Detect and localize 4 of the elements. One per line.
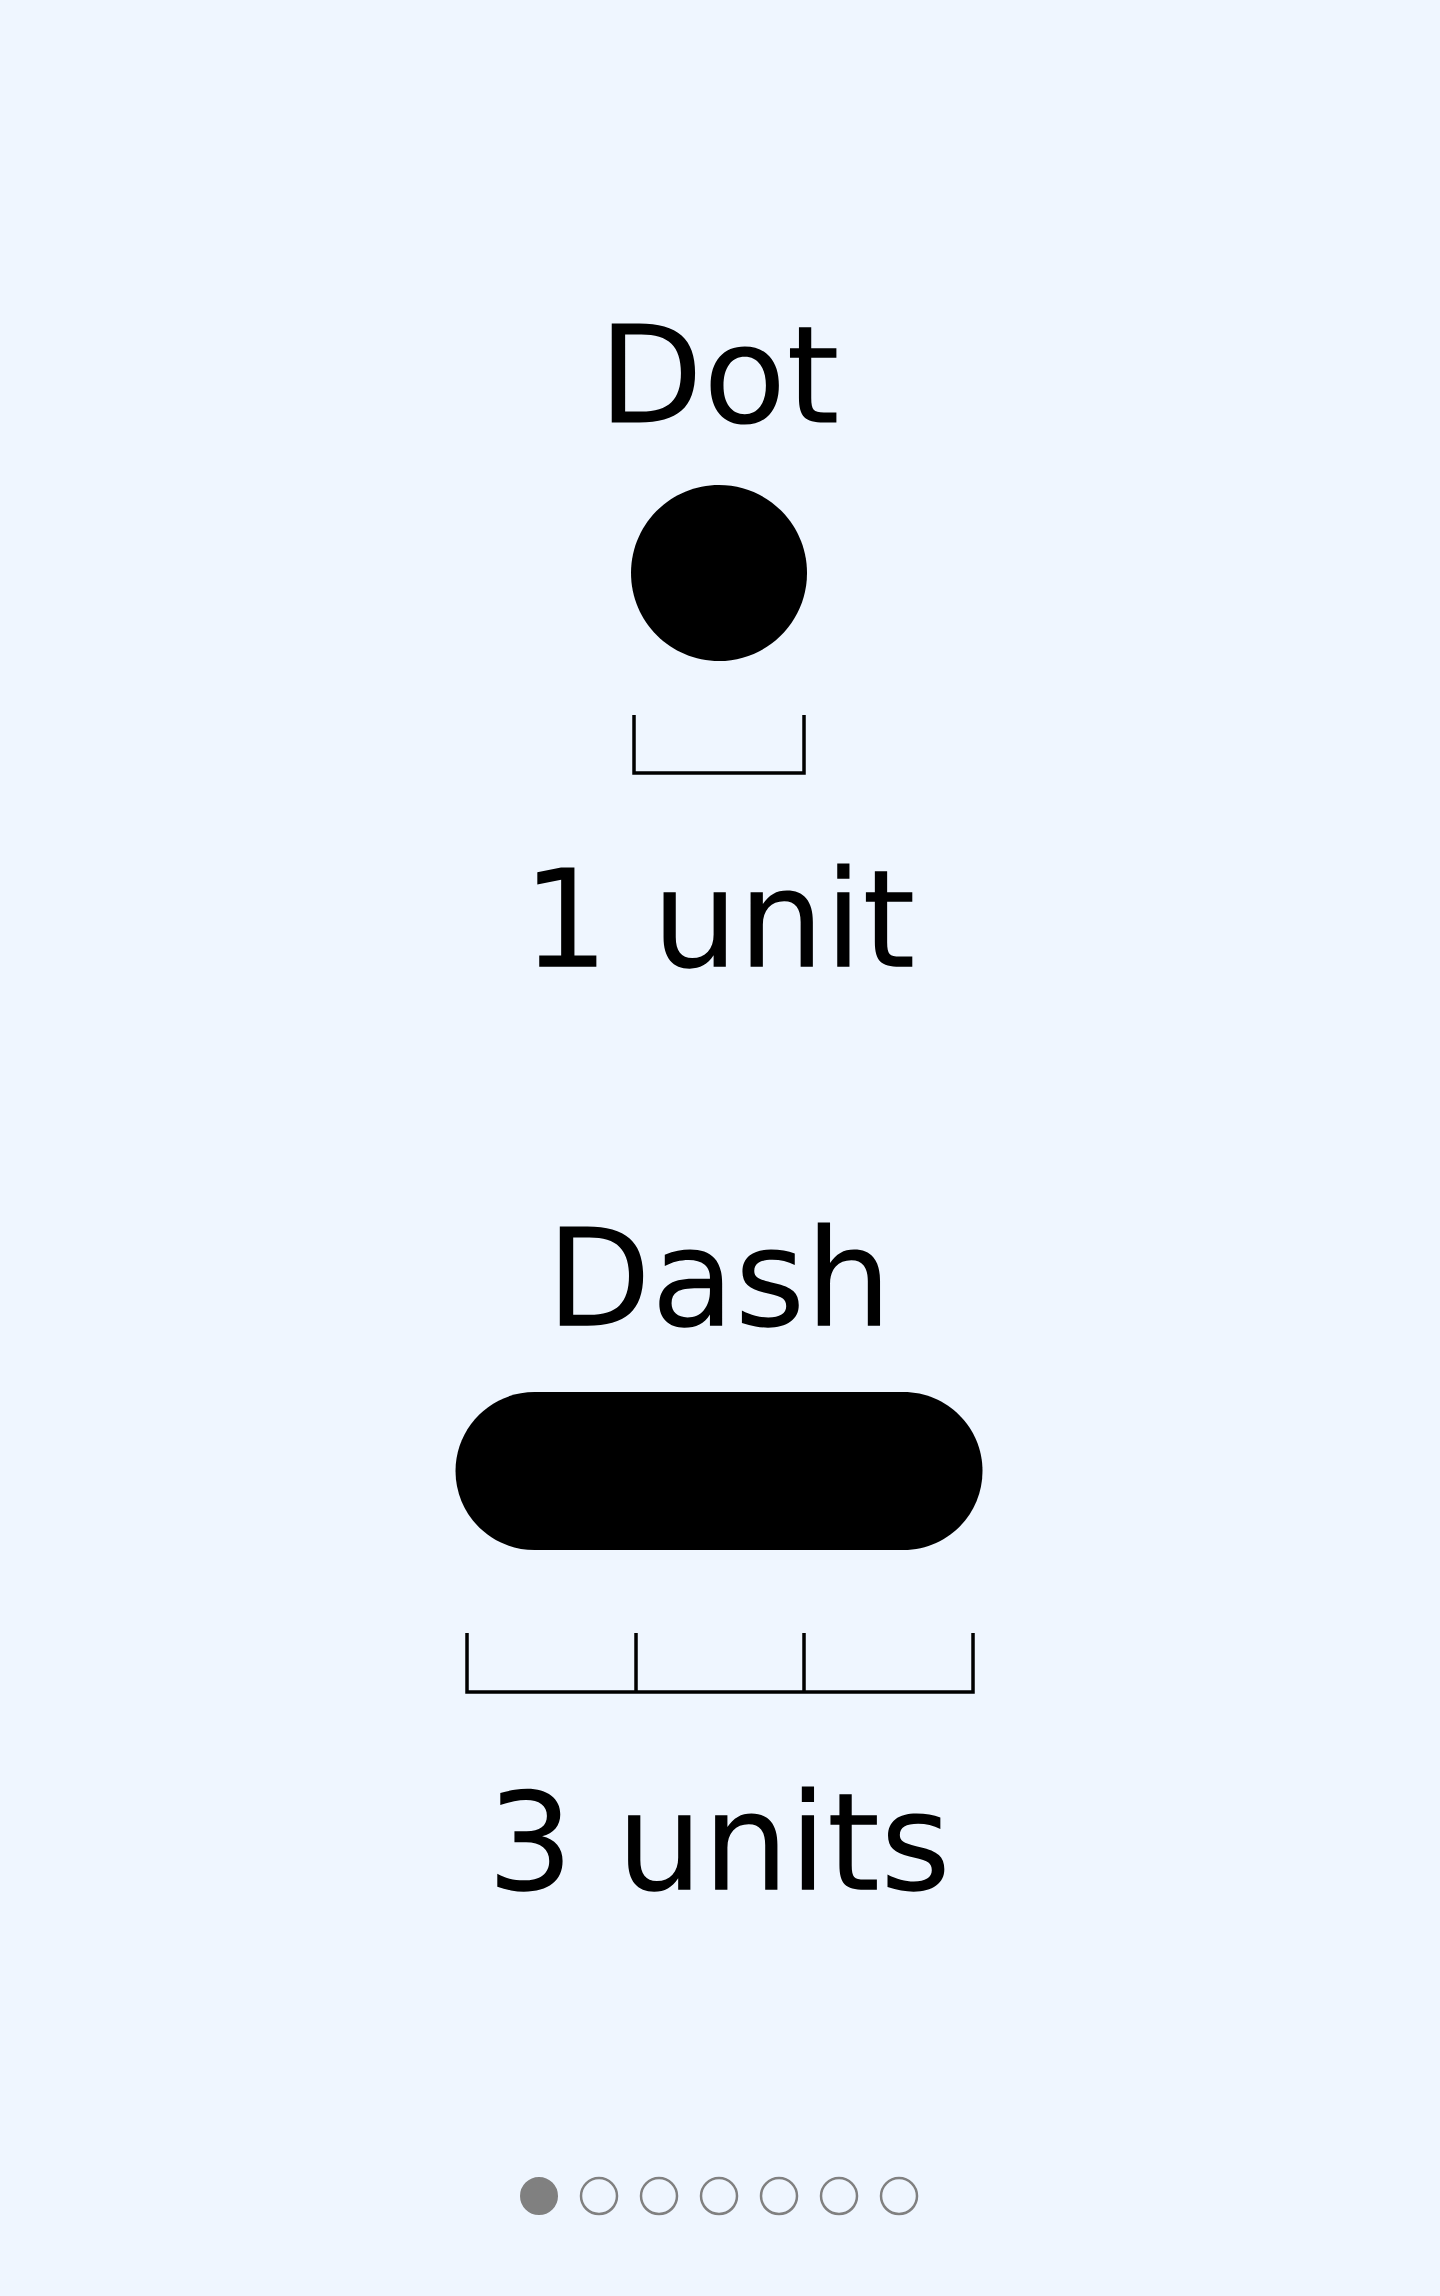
unit-label: 1 unit (537, 863, 913, 969)
dash-symbol (455, 1392, 983, 1550)
dot-symbol (631, 485, 807, 661)
unit-label: 3 units (497, 1786, 945, 1892)
